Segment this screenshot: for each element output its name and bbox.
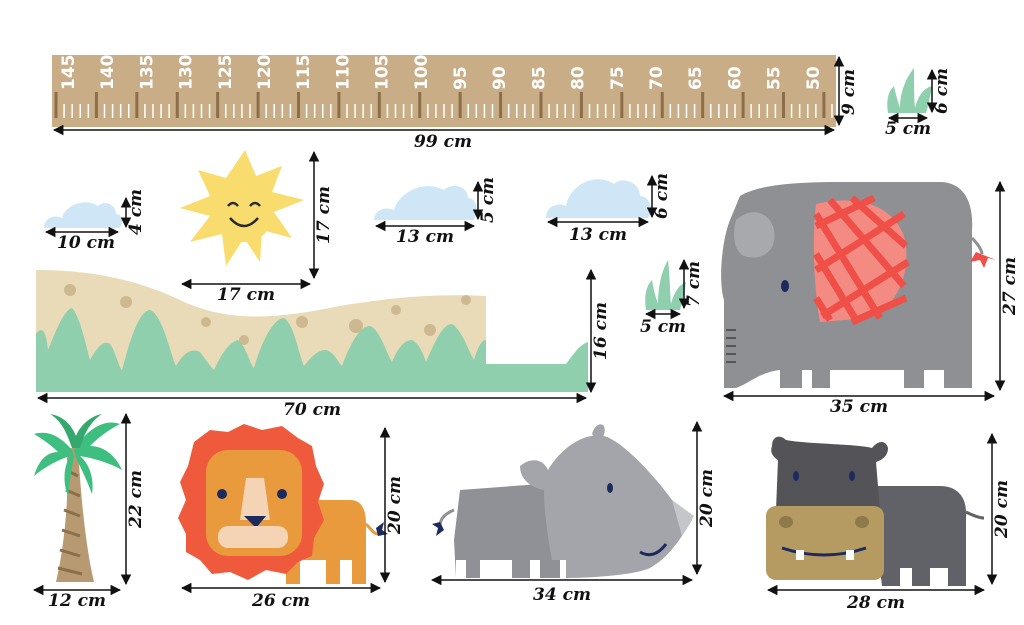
elephant-height-label: 27 cm xyxy=(1000,257,1020,316)
elephant-width-label: 35 cm xyxy=(830,397,888,417)
landscape-width-label: 70 cm xyxy=(283,400,341,420)
ruler-number: 115 xyxy=(294,55,314,91)
sun-width-label: 17 cm xyxy=(217,285,275,305)
cloud-middle-width-label: 13 cm xyxy=(396,227,454,247)
lion-height-label: 20 cm xyxy=(385,476,405,535)
hippo-icon xyxy=(766,436,985,586)
cloud-small-height-label: 4 cm xyxy=(126,189,146,235)
cloud-icon xyxy=(546,179,651,218)
ruler-number: 135 xyxy=(137,55,157,91)
cloud-small-width-label: 10 cm xyxy=(57,233,115,253)
ruler-number: 125 xyxy=(216,55,236,91)
ruler-number: 110 xyxy=(333,54,353,90)
grass-icon xyxy=(887,68,932,113)
ruler-number: 130 xyxy=(177,54,197,90)
grass-mid-width-label: 5 cm xyxy=(640,317,686,337)
grass-mid-height-label: 7 cm xyxy=(684,261,704,307)
height-ruler: 145 140 135 130 125 120 115 110 105 100 95 90 85 80 75… xyxy=(52,54,859,152)
ruler-numbers: 145 140 135 130 125 120 115 110 105 100 95 90 85 80 75… xyxy=(59,54,824,90)
ruler-number: 90 xyxy=(490,66,510,90)
cloud-icon xyxy=(44,202,123,228)
sun-icon xyxy=(180,150,304,266)
ruler-number: 85 xyxy=(529,66,549,90)
palm-height-label: 22 cm xyxy=(126,470,146,529)
ruler-number: 50 xyxy=(804,66,824,90)
cloud-right-height-label: 6 cm xyxy=(652,173,672,219)
rhino-width-label: 34 cm xyxy=(533,585,591,605)
ruler-number: 100 xyxy=(412,54,432,90)
ruler-number: 105 xyxy=(373,55,393,91)
ruler-number: 60 xyxy=(725,66,745,90)
landscape-icon xyxy=(36,270,588,392)
ruler-number: 95 xyxy=(451,66,471,90)
lion-width-label: 26 cm xyxy=(251,591,310,611)
rhino-icon xyxy=(432,424,694,578)
ruler-number: 80 xyxy=(569,66,589,90)
elephant-icon xyxy=(721,182,996,388)
palm-tree-icon xyxy=(34,414,122,582)
cloud-right-width-label: 13 cm xyxy=(569,225,627,245)
ruler-number: 65 xyxy=(686,66,706,90)
cloud-icon xyxy=(374,185,477,220)
ruler-number: 120 xyxy=(255,54,275,90)
hippo-height-label: 20 cm xyxy=(992,480,1012,539)
cloud-middle-height-label: 5 cm xyxy=(478,177,498,223)
ruler-ticks xyxy=(54,92,833,118)
sun-height-label: 17 cm xyxy=(314,186,334,244)
hippo-width-label: 28 cm xyxy=(846,593,905,613)
ruler-number: 140 xyxy=(98,54,118,90)
ruler-width-label: 99 cm xyxy=(414,132,472,152)
rhino-height-label: 20 cm xyxy=(697,469,717,528)
ruler-height-label: 9 cm xyxy=(839,69,859,115)
lion-icon xyxy=(178,424,388,584)
grass-icon xyxy=(645,260,686,310)
ruler-number: 55 xyxy=(765,66,785,90)
ruler-number: 145 xyxy=(59,55,79,91)
palm-width-label: 12 cm xyxy=(48,591,106,611)
ruler-number: 75 xyxy=(608,66,628,90)
ruler-number: 70 xyxy=(647,66,667,90)
landscape-height-label: 16 cm xyxy=(591,302,611,360)
grass-top-height-label: 6 cm xyxy=(932,68,952,114)
grass-top-width-label: 5 cm xyxy=(885,119,931,139)
